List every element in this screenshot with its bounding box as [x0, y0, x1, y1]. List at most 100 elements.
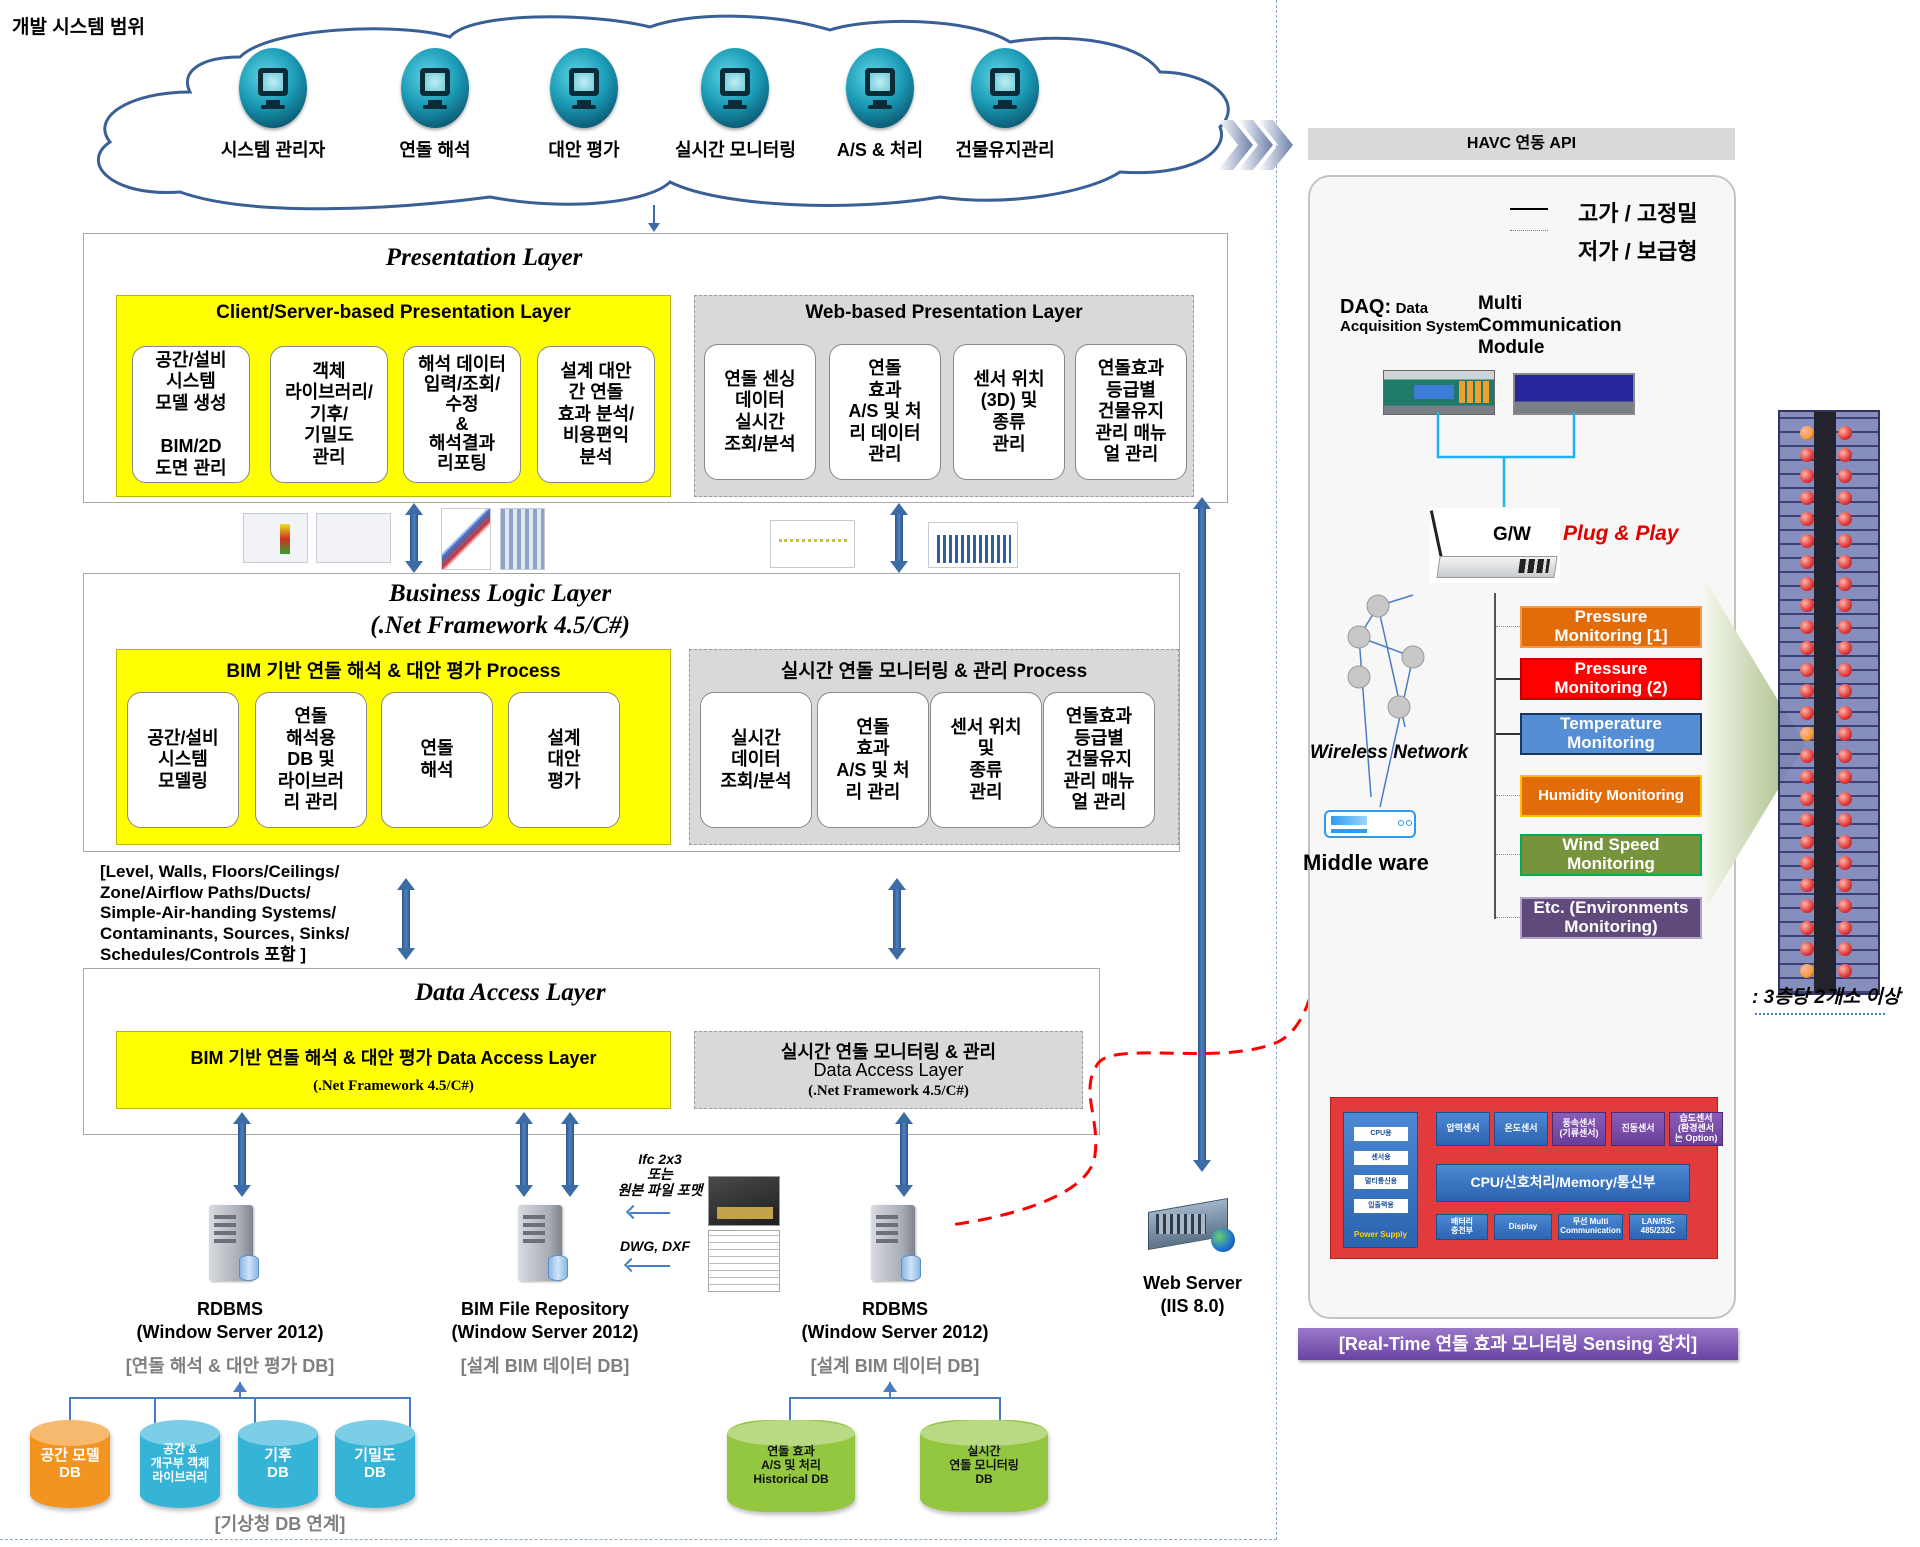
sensor-branch-line	[1496, 854, 1520, 855]
dwg-input-arrow	[623, 1257, 670, 1273]
screenshot-thumbnail-chart-bar	[928, 522, 1018, 568]
sensor-point	[1800, 490, 1814, 505]
analysis-db-1: 공간 & 개구부 객체 라이브러리	[140, 1420, 220, 1508]
wireless-network-label: Wireless Network	[1310, 742, 1469, 763]
sensor-point	[1838, 598, 1852, 612]
sensor-point	[1838, 770, 1852, 784]
sensor-point	[1800, 684, 1814, 698]
monitoring-db-1: 실시간 연돌 모니터링 DB	[920, 1420, 1048, 1512]
scope-title: 개발 시스템 범위	[12, 17, 145, 38]
sensor-branch-line	[1496, 626, 1520, 627]
bim-card-modeling[interactable]: 공간/설비 시스템 모델링	[127, 692, 239, 828]
sensor-point	[1838, 490, 1852, 505]
rt-card-query[interactable]: 실시간 데이터 조회/분석	[700, 692, 812, 828]
sensor-point	[1838, 447, 1852, 462]
business-data-arrow-left	[397, 878, 415, 960]
sensor-box-0[interactable]: Pressure Monitoring [1]	[1520, 606, 1702, 648]
actor-5[interactable]: 건물유지관리	[945, 48, 1065, 162]
actor-2[interactable]: 대안 평가	[524, 48, 644, 162]
sensor-point	[1838, 662, 1852, 677]
hw-sensor-block: 온도센서	[1494, 1112, 1548, 1146]
analysis-db-3: 기밀도 DB	[335, 1420, 415, 1508]
presentation-layer-title: Presentation Layer	[385, 244, 583, 271]
sensor-point	[1800, 963, 1814, 978]
actor-3[interactable]: 실시간 모니터링	[675, 48, 796, 162]
sensor-point	[1800, 727, 1814, 741]
sensor-point	[1838, 426, 1852, 440]
cs-card-library[interactable]: 객체 라이브러리/ 기후/ 기밀도 관리	[270, 346, 388, 483]
sensor-point	[1800, 942, 1814, 956]
monitor-icon	[701, 48, 769, 128]
sensor-point	[1800, 920, 1814, 935]
web-card-sensing[interactable]: 연돌 센싱 데이터 실시간 조회/분석	[704, 344, 816, 480]
screenshot-thumbnail-3	[441, 508, 491, 570]
wireless-network-graph	[1347, 594, 1425, 808]
sensor-point	[1838, 576, 1852, 591]
cpu-block: CPU/신호처리/Memory/통신부	[1436, 1164, 1690, 1202]
web-card-as[interactable]: 연돌 효과 A/S 및 처 리 데이터 관리	[829, 344, 941, 480]
middleware-label: Middle ware	[1303, 850, 1429, 875]
sensor-point	[1838, 469, 1852, 483]
rdbms-analysis-server-icon	[203, 1205, 261, 1283]
bim-data-access-title: BIM 기반 연돌 해석 & 대안 평가 Data Access Layer	[190, 1048, 597, 1068]
bim-repository-db-label: [설계 BIM 데이터 DB]	[460, 1356, 630, 1376]
sensor-point	[1838, 512, 1852, 526]
mcm-label: Multi Communication Module	[1478, 293, 1622, 358]
sensor-point	[1838, 856, 1852, 870]
presentation-layer: Presentation Layer Client/Server-based P…	[83, 233, 1228, 503]
device-caption: [Real-Time 연돌 효과 모니터링 Sensing 장치]	[1298, 1328, 1738, 1360]
cs-card-design-alternative[interactable]: 설계 대안 간 연돌 효과 분석/ 비용편익 분석	[537, 346, 655, 483]
actor-label: 실시간 모니터링	[675, 140, 796, 160]
power-item: 멀티통신용	[1354, 1175, 1408, 1189]
bim-card-alternative[interactable]: 설계 대안 평가	[508, 692, 620, 828]
plug-and-play-label: Plug & Play	[1563, 522, 1679, 545]
bim-process-box: BIM 기반 연돌 해석 & 대안 평가 Process 공간/설비 시스템 모…	[116, 649, 671, 845]
web-card-maintenance[interactable]: 연돌효과 등급별 건물유지 관리 매뉴 얼 관리	[1075, 344, 1187, 480]
bim-repository-server-icon	[512, 1205, 570, 1283]
sensor-point	[1800, 662, 1814, 677]
sensor-point	[1800, 813, 1814, 827]
sensor-point	[1800, 834, 1814, 849]
realtime-data-access-box: 실시간 연돌 모니터링 & 관리 Data Access Layer (.Net…	[694, 1031, 1083, 1109]
daq-subtitle: Data Acquisition System	[1340, 300, 1480, 335]
bim-card-analysis[interactable]: 연돌 해석	[381, 692, 493, 828]
actor-0[interactable]: 시스템 관리자	[213, 48, 333, 162]
actor-label: 건물유지관리	[955, 140, 1055, 160]
rdbms-monitoring-db-label: [설계 BIM 데이터 DB]	[810, 1356, 980, 1376]
sensor-point	[1838, 555, 1852, 569]
legend-dotted-line	[1510, 230, 1548, 231]
actor-4[interactable]: A/S & 처리	[820, 48, 940, 162]
sensor-point	[1800, 576, 1814, 591]
bim-data-access-subtitle: (.Net Framework 4.5/C#)	[313, 1078, 474, 1094]
sensor-point	[1838, 748, 1852, 763]
cs-card-analysis-data[interactable]: 해석 데이터 입력/조회/ 수정 & 해석결과 리포팅	[403, 346, 521, 483]
monitoring-db-connector	[789, 1382, 1001, 1432]
sensor-box-2[interactable]: Temperature Monitoring	[1520, 713, 1702, 755]
sensor-box-4[interactable]: Wind Speed Monitoring	[1520, 834, 1702, 876]
dal-rdbms2-arrow	[895, 1112, 913, 1197]
dal-repository-arrow-2	[561, 1112, 579, 1197]
legend-solid-label: 고가 / 고정밀	[1578, 201, 1698, 226]
data-access-layer: Data Access Layer BIM 기반 연돌 해석 & 대안 평가 D…	[83, 968, 1100, 1135]
actor-1[interactable]: 연돌 해석	[375, 48, 495, 162]
rt-card-sensor[interactable]: 센서 위치 및 종류 관리	[930, 692, 1042, 828]
hw-io-block: LAN/RS- 485/232C	[1629, 1214, 1687, 1240]
building-model-thumbnail	[708, 1176, 780, 1226]
rt-card-as[interactable]: 연돌 효과 A/S 및 처 리 관리	[817, 692, 929, 828]
sensor-box-3[interactable]: Humidity Monitoring	[1520, 775, 1702, 817]
kma-db-caption: [기상청 DB 연계]	[214, 1514, 346, 1534]
sensor-box-1[interactable]: Pressure Monitoring (2)	[1520, 658, 1702, 700]
sensor-box-5[interactable]: Etc. (Environments Monitoring)	[1520, 897, 1702, 939]
mcm-device-image	[1513, 373, 1635, 415]
ifc-format-label: Ifc 2x3 또는 원본 파일 포맷	[617, 1151, 703, 1198]
rt-card-maintenance[interactable]: 연돌효과 등급별 건물유지 관리 매뉴 얼 관리	[1043, 692, 1155, 828]
ifc-input-arrow	[625, 1204, 670, 1220]
cs-card-model[interactable]: 공간/설비 시스템 모델 생성 BIM/2D 도면 관리	[132, 346, 250, 483]
screenshot-thumbnail-2	[316, 513, 391, 563]
bim-card-db-library[interactable]: 연돌 해석용 DB 및 라이브러 리 관리	[255, 692, 367, 828]
sensor-point	[1838, 942, 1852, 956]
presentation-business-arrow-left	[405, 503, 423, 573]
web-card-sensor-location[interactable]: 센서 위치 (3D) 및 종류 관리	[953, 344, 1065, 480]
